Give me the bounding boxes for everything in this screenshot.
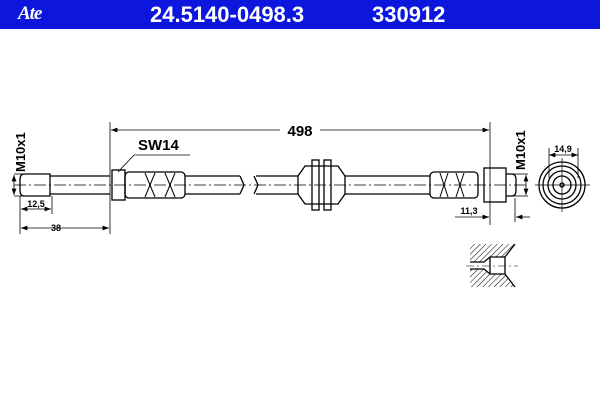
reference-number: 330912 (372, 2, 446, 27)
dimension-lines (11, 122, 530, 234)
right-crimp (429, 171, 479, 199)
left-thread-length-label: 12,5 (27, 199, 45, 209)
end-view-diameter-label: 14,9 (554, 144, 572, 154)
wrench-size-label: SW14 (138, 137, 180, 154)
hose (185, 175, 430, 195)
overall-length-label: 498 (287, 123, 312, 140)
left-thread-label: M10x1 (13, 132, 28, 172)
end-view (535, 148, 590, 212)
section-view (466, 243, 518, 288)
center-sleeve (297, 159, 346, 211)
ate-logo: Ate (18, 3, 42, 24)
right-thread-label: M10x1 (513, 130, 528, 170)
left-fitting-length-label: 38 (51, 223, 61, 233)
part-number: 24.5140-0498.3 (150, 2, 305, 27)
left-crimp (124, 171, 186, 199)
header-bar: Ate 24.5140-0498.3 330912 (0, 0, 600, 29)
right-fitting-length-label: 11,3 (460, 206, 477, 216)
right-fitting (429, 167, 517, 203)
right-nut (483, 167, 507, 203)
left-fitting (19, 169, 186, 201)
